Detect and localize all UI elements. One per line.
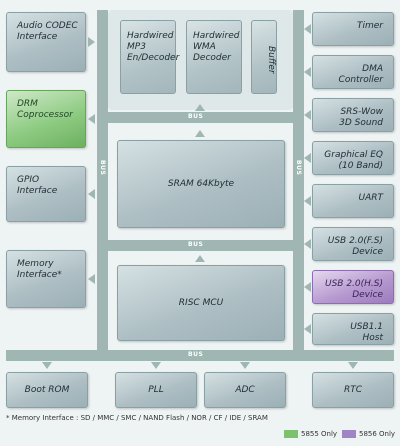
upper-horizontal-bus	[97, 112, 304, 123]
bus-label-upper: BUS	[188, 113, 204, 120]
audio-codec-block: Audio CODEC Interface	[6, 12, 86, 72]
legend-5856: 5856 Only	[342, 430, 395, 438]
arrow-adc	[240, 362, 250, 369]
arrow-pll	[151, 362, 161, 369]
wma-decoder-block: Hardwired WMA Decoder	[186, 20, 242, 94]
srs-wow-block: SRS-Wow 3D Sound	[312, 98, 394, 132]
risc-mcu-block: RISC MCU	[117, 265, 285, 341]
bus-label-middle: BUS	[188, 241, 204, 248]
arrow-dma	[304, 67, 311, 77]
arrow-top-panel	[195, 104, 205, 111]
arrow-usbhs	[304, 282, 311, 292]
arrow-uart	[304, 196, 311, 206]
arrow-usbfs	[304, 239, 311, 249]
arrow-drm	[88, 114, 95, 124]
arrow-srs	[304, 110, 311, 120]
arrow-usb11	[304, 324, 311, 334]
arrow-risc-up	[195, 255, 205, 262]
right-vertical-bus	[293, 10, 304, 358]
dma-controller-block: DMA Controller	[312, 55, 394, 89]
memory-interface-footnote: * Memory Interface : SD / MMC / SMC / NA…	[6, 414, 268, 422]
arrow-audio	[88, 37, 95, 47]
rtc-block: RTC	[312, 372, 394, 408]
drm-coprocessor-block: DRM Coprocessor	[6, 90, 86, 148]
usb-fs-device-block: USB 2.0(F.S) Device	[312, 227, 394, 261]
arrow-rtc	[348, 362, 358, 369]
arrow-memory	[88, 274, 95, 284]
gpio-interface-block: GPIO Interface	[6, 166, 86, 222]
bottom-horizontal-bus	[6, 350, 394, 361]
middle-horizontal-bus	[97, 240, 304, 251]
boot-rom-block: Boot ROM	[6, 372, 88, 408]
mp3-decoder-block: Hardwired MP3 En/Decoder	[120, 20, 179, 94]
uart-block: UART	[312, 184, 394, 218]
bus-label-left: BUS	[99, 160, 106, 176]
arrow-gpio	[88, 189, 95, 199]
legend-5855-label: 5855 Only	[301, 430, 338, 438]
bus-label-bottom: BUS	[188, 351, 204, 358]
timer-block: Timer	[312, 12, 394, 46]
buffer-block: Buffer	[251, 20, 277, 94]
legend-5855: 5855 Only	[284, 430, 337, 438]
sram-block: SRAM 64Kbyte	[117, 140, 285, 228]
legend-5856-label: 5856 Only	[359, 430, 396, 438]
graphical-eq-block: Graphical EQ (10 Band)	[312, 141, 394, 175]
arrow-timer	[304, 24, 311, 34]
legend-5856-swatch	[342, 430, 356, 438]
arrow-eq	[304, 153, 311, 163]
pll-block: PLL	[115, 372, 197, 408]
usb11-host-block: USB1.1 Host	[312, 313, 394, 345]
arrow-bootrom	[42, 362, 52, 369]
arrow-sram-up	[195, 130, 205, 137]
adc-block: ADC	[204, 372, 286, 408]
bus-label-right: BUS	[295, 160, 302, 176]
legend-5855-swatch	[284, 430, 298, 438]
memory-interface-block: Memory Interface*	[6, 250, 86, 308]
left-vertical-bus	[97, 10, 108, 358]
usb-hs-device-block: USB 2.0(H.S) Device	[312, 270, 394, 304]
